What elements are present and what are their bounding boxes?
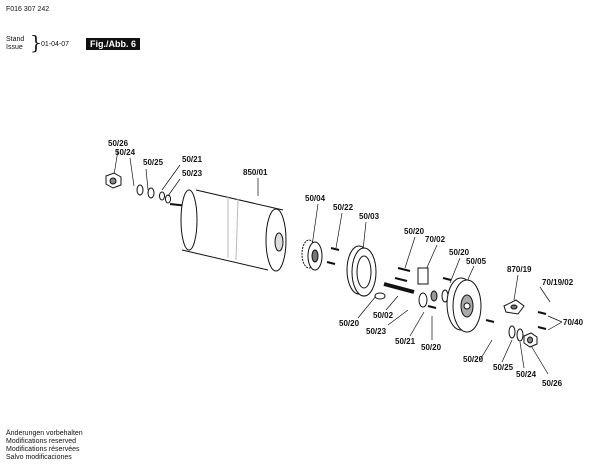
footer-line-de: Änderungen vorbehalten: [6, 430, 83, 437]
label-50-22: 50/22: [333, 203, 354, 212]
screws-50-22: [326, 247, 340, 265]
part-labels: 50/26 50/24 50/25 50/21 50/23 850/01 50/…: [108, 139, 584, 388]
housing-50-05: [446, 277, 482, 333]
motor-850-01: [169, 189, 287, 272]
washer-50-23: [165, 194, 171, 204]
washer-50-21: [159, 191, 165, 201]
stand-label: Stand: [6, 36, 25, 43]
leader-lines: [113, 149, 563, 375]
label-50-24-b: 50/24: [516, 370, 537, 379]
ring-50-03: [346, 245, 377, 297]
label-50-25-b: 50/25: [493, 363, 514, 372]
nut-50-26: [105, 172, 122, 189]
brace-glyph: }: [30, 32, 43, 54]
footer-line-es: Salvo modificaciones: [6, 454, 72, 461]
gear-50-04: [301, 239, 323, 271]
label-70-40: 70/40: [563, 318, 584, 327]
bracket-870-19: [503, 299, 525, 315]
issue-date: 01-04-07: [41, 41, 70, 48]
label-70-02: 70/02: [425, 235, 446, 244]
footer-notice: Änderungen vorbehalten Modifications res…: [6, 430, 83, 462]
nut-50-26-b: [523, 332, 538, 348]
label-50-21: 50/21: [182, 155, 203, 164]
label-50-02: 50/02: [373, 311, 394, 320]
label-50-21-b: 50/21: [395, 337, 416, 346]
label-70-19-02: 70/19/02: [542, 278, 574, 287]
label-50-05: 50/05: [466, 257, 487, 266]
document-number: F016 307 242: [6, 6, 50, 13]
label-50-04: 50/04: [305, 194, 326, 203]
label-50-20-a: 50/20: [404, 227, 425, 236]
label-50-24: 50/24: [115, 148, 136, 157]
shaft-assembly: [374, 267, 452, 309]
label-50-25: 50/25: [143, 158, 164, 167]
label-50-20-e: 50/20: [463, 355, 484, 364]
issue-label: Issue: [6, 44, 23, 51]
label-870-19: 870/19: [507, 265, 532, 274]
screws-right: [485, 311, 547, 330]
footer-line-fr: Modifications réservées: [6, 446, 80, 453]
figure-label: Fig./Abb. 6: [86, 38, 140, 50]
label-50-20-d: 50/20: [421, 343, 442, 352]
label-50-23: 50/23: [182, 169, 203, 178]
label-50-26: 50/26: [108, 139, 129, 148]
washer-50-25-b: [508, 325, 516, 339]
label-50-03: 50/03: [359, 212, 380, 221]
washer-50-24: [136, 184, 144, 196]
stand-issue-label: Stand Issue: [6, 36, 24, 52]
label-50-20-c: 50/20: [339, 319, 360, 328]
label-850-01: 850/01: [243, 168, 268, 177]
washer-50-24-b: [516, 328, 524, 342]
label-50-23-b: 50/23: [366, 327, 387, 336]
label-50-20-b: 50/20: [449, 248, 470, 257]
label-50-26-b: 50/26: [542, 379, 563, 388]
washer-50-25: [147, 187, 155, 199]
footer-line-en: Modifications reserved: [6, 438, 77, 445]
